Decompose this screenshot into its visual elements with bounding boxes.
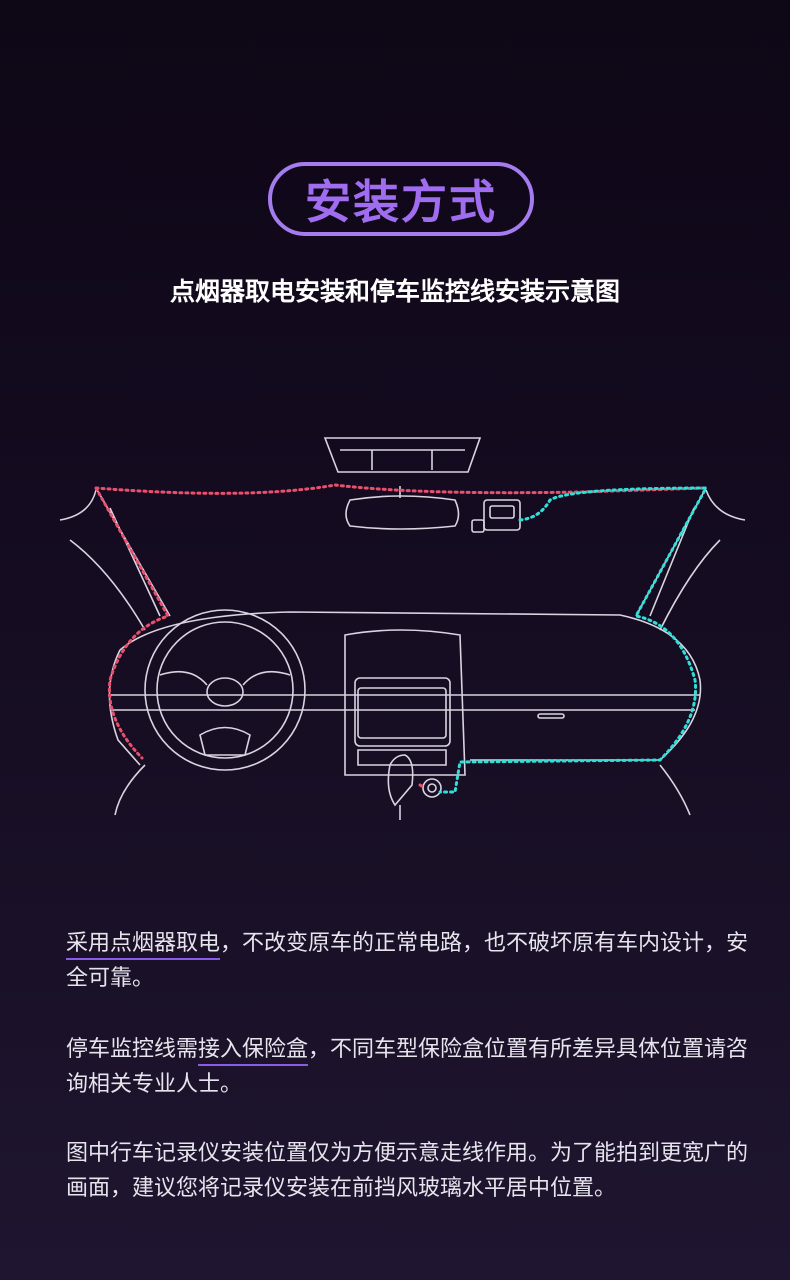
power-cable-route <box>94 483 708 790</box>
paragraph-text: 图中行车记录仪安装位置仅为方便示意走线作用。为了能拍到更宽广的画面，建议您将记录… <box>66 1141 749 1201</box>
cigarette-lighter-icon <box>422 778 442 798</box>
overhead-console <box>323 437 482 473</box>
section-title: 安装方式 <box>305 175 497 229</box>
paragraph-text: 停车监控线需 <box>66 1037 199 1062</box>
dashcam-icon <box>471 499 521 533</box>
paragraph-power: 采用点烟器取电，不改变原车的正常电路，也不破坏原有车内设计，安全可靠。 <box>66 926 766 996</box>
paragraph-text: ，不同车型保险盒位置有所差异具体位置请咨询相关专业人士。 <box>66 1037 749 1097</box>
paragraph-text: ，不改变原车的正常电路，也不破坏原有车内设计，安全可靠。 <box>66 931 749 991</box>
infotainment-screen <box>357 687 447 739</box>
section-title-badge: 安装方式 <box>268 162 534 236</box>
highlight-fusebox: 接入保险盒 <box>198 1037 309 1066</box>
rearview-mirror <box>345 495 460 530</box>
diagram-subtitle: 点烟器取电安装和停车监控线安装示意图 <box>169 277 620 306</box>
car-interior-diagram <box>59 437 746 820</box>
center-console <box>344 629 466 776</box>
steering-wheel <box>144 609 306 771</box>
highlight-power: 采用点烟器取电 <box>66 931 221 960</box>
paragraph-parking: 停车监控线需接入保险盒，不同车型保险盒位置有所差异具体位置请咨询相关专业人士。 <box>66 1032 766 1102</box>
parking-cable-route <box>438 486 709 794</box>
paragraph-position: 图中行车记录仪安装位置仅为方便示意走线作用。为了能拍到更宽广的画面，建议您将记录… <box>66 1136 766 1206</box>
